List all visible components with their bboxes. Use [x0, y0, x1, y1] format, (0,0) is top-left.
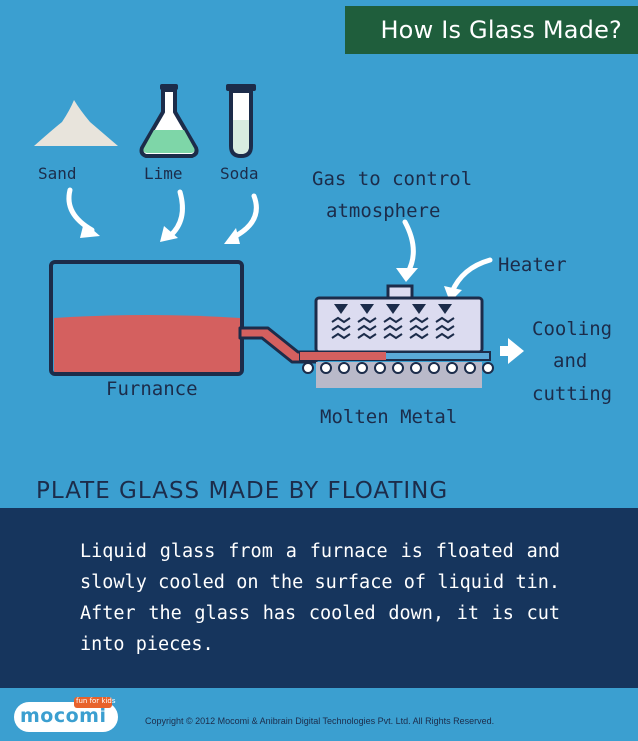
title-banner: How Is Glass Made?: [345, 6, 638, 54]
sand-label: Sand: [38, 164, 77, 183]
cooling-label-line3: cutting: [532, 383, 613, 405]
soda-label: Soda: [220, 164, 259, 183]
arrow-heads: [80, 222, 462, 302]
section-heading: PLATE GLASS MADE BY FLOATING: [36, 478, 449, 504]
heater-label: Heater: [498, 254, 567, 276]
rollers: [302, 362, 494, 374]
description-panel: [0, 508, 638, 688]
description-text: Liquid glass from a furnace is floated a…: [80, 541, 560, 655]
test-tube-icon: [226, 84, 256, 159]
gas-label-line2: atmosphere: [326, 200, 441, 222]
gas-label-line1: Gas to control: [312, 168, 473, 190]
furnace-label: Furnance: [106, 378, 198, 400]
cooling-label-line1: Cooling: [532, 318, 613, 340]
heater-elements: [334, 304, 452, 314]
furnace: [49, 260, 318, 376]
logo-text: mocomi: [20, 705, 107, 727]
lime-label: Lime: [144, 164, 183, 183]
flask-icon: [139, 84, 199, 158]
output-arrow-icon: [500, 338, 524, 364]
tagline-text: fun for kids: [76, 697, 116, 705]
copyright-text: Copyright © 2012 Mocomi & Anibrain Digit…: [145, 716, 495, 726]
process-diagram: [34, 84, 524, 388]
heat-waves: [331, 316, 455, 340]
float-chamber: [299, 284, 494, 388]
molten-metal-label: Molten Metal: [320, 406, 458, 428]
sand-pile-icon: [34, 100, 118, 146]
page-title: How Is Glass Made?: [380, 16, 622, 44]
cooling-label-line2: and: [553, 350, 588, 372]
mocomi-logo[interactable]: mocomi: [14, 702, 118, 732]
logo-tagline: fun for kids: [74, 697, 116, 708]
